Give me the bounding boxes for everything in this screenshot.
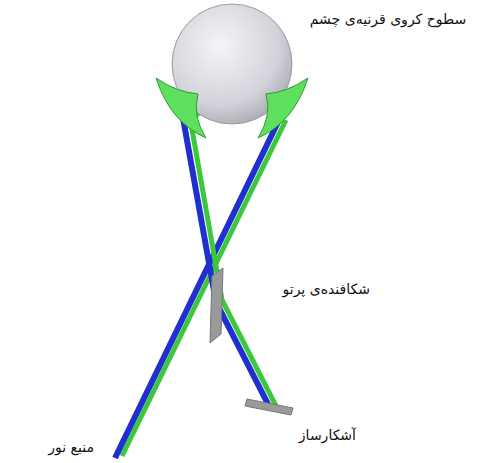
left-mirror [156,78,206,138]
splitter-label: شکافنده‌ی پرتو [240,278,370,300]
cornea-label: سطوح کروی قرنیه‌ی چشم [308,8,468,30]
detector [245,399,293,415]
beam-splitter [210,268,223,343]
detector-label: آشکارساز [236,424,356,446]
source-label: منبع نور [4,436,94,458]
right-mirror [258,78,308,138]
